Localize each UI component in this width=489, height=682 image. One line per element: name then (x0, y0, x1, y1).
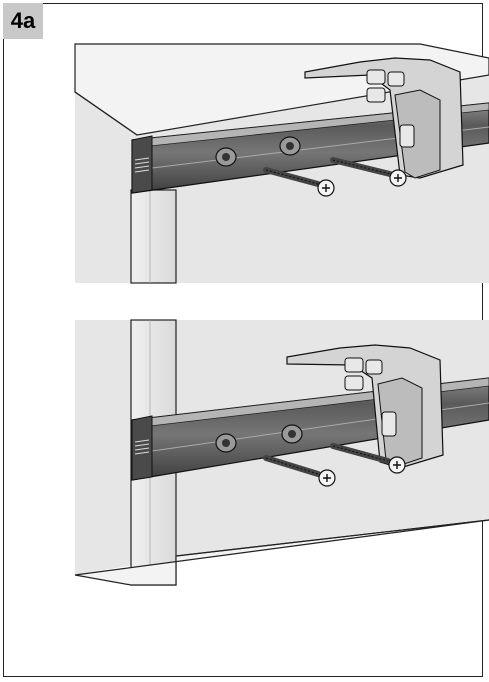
screw-icon-2 (330, 157, 407, 187)
screw-icon-1 (263, 167, 335, 197)
step-badge: 4a (3, 3, 43, 39)
screw-icon-3 (263, 455, 336, 487)
screw-icon-4 (330, 443, 406, 474)
top-illustration (74, 43, 489, 284)
bottom-illustration (74, 319, 489, 586)
